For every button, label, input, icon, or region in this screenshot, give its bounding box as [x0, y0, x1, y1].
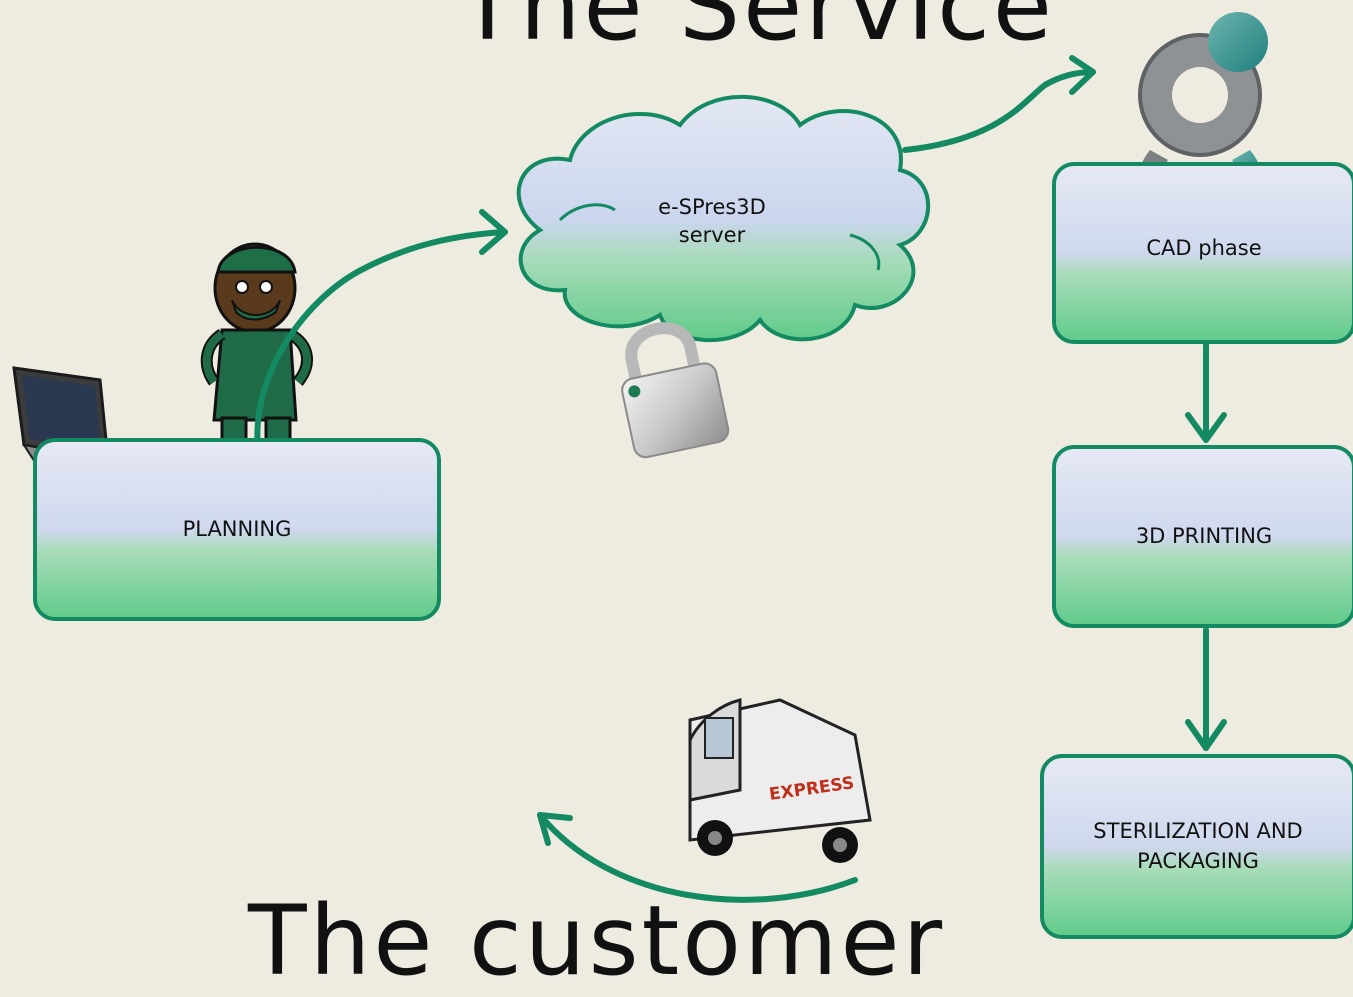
node-3d-printing-label: 3D PRINTING: [1135, 523, 1273, 548]
arrow-van-to-customer: [537, 812, 858, 903]
logo-icon: [1138, 12, 1268, 214]
arrowhead-sterilization: [1185, 719, 1227, 751]
node-sterilization-label: STERILIZATION AND PACKAGING: [1093, 819, 1303, 873]
node-server-label: e-SPres3D server: [658, 195, 766, 248]
arrow-surgeon-to-server: [254, 229, 508, 473]
arrowhead-server: [479, 209, 508, 255]
node-3d-printing: 3D PRINTING: [1052, 445, 1353, 628]
padlock-icon: [621, 322, 730, 459]
arrowhead-customer: [537, 812, 573, 846]
footer-title: The customer: [247, 885, 946, 997]
node-planning: PLANNING: [33, 438, 441, 621]
page-title: The Service: [458, 0, 1055, 62]
cloud-icon: [516, 94, 931, 342]
arrowhead-cad: [1069, 55, 1096, 95]
van-icon: EXPRESS: [688, 698, 872, 863]
diagram-canvas: The Service: [12, 0, 1353, 989]
arrow-server-to-cad: [902, 69, 1096, 153]
node-cad-phase-label: CAD phase: [1146, 236, 1262, 261]
arrowhead-printing: [1185, 412, 1227, 443]
node-sterilization: STERILIZATION AND PACKAGING: [1040, 754, 1353, 939]
node-cad-phase: CAD phase: [1052, 162, 1353, 344]
node-planning-label: PLANNING: [182, 516, 292, 541]
diagram-graphics: EXPRESS: [12, 12, 1268, 903]
